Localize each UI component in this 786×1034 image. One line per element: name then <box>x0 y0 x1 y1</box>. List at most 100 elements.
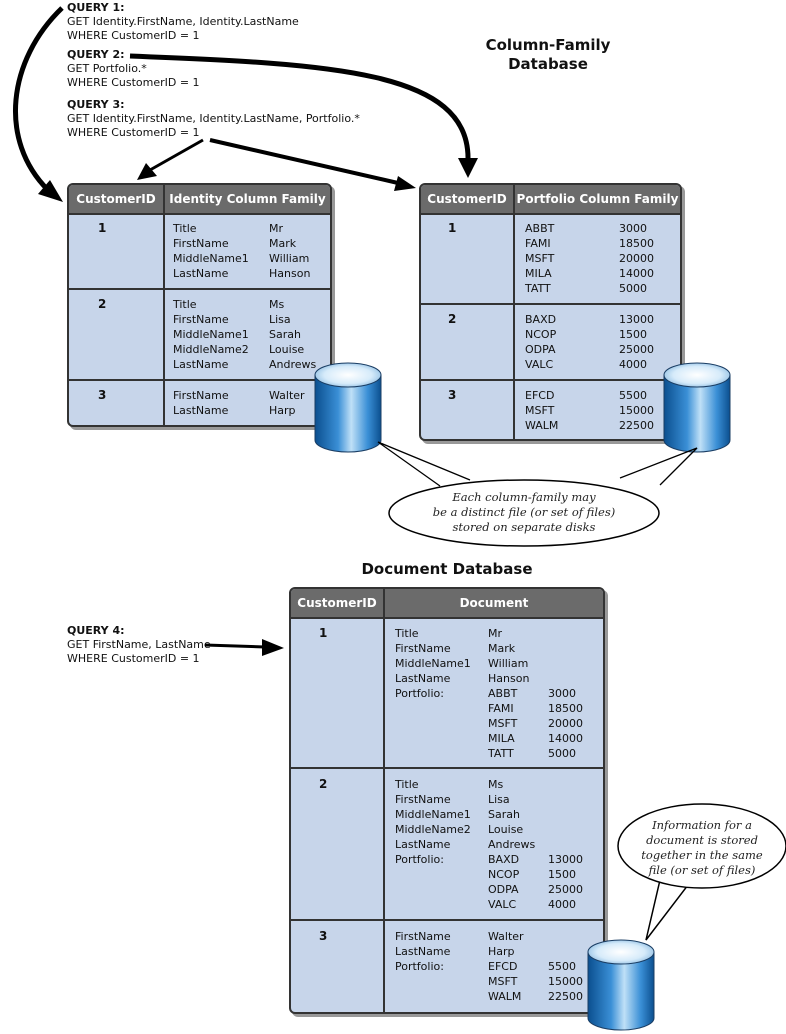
document-header-customerid: CustomerID <box>297 596 377 610</box>
field-name: FirstName <box>173 389 229 402</box>
field-value: Walter <box>269 389 305 402</box>
query-4-title: QUERY 4: <box>67 624 125 637</box>
quantity: 14000 <box>619 267 654 280</box>
column-family-callout-line-3: stored on separate disks <box>452 520 596 534</box>
ticker: MSFT <box>525 404 555 417</box>
quantity: 4000 <box>619 358 647 371</box>
query-3-arrow-portfolio <box>209 138 399 185</box>
column-family-callout: Each column-family may be a distinct fil… <box>402 490 646 535</box>
ticker: WALM <box>525 419 559 432</box>
portfolio-row-3-id: 3 <box>448 388 457 402</box>
query-3-arrowhead-identity <box>137 163 157 180</box>
field-value: Lisa <box>269 313 291 326</box>
field-value: Louise <box>488 823 524 836</box>
ticker: FAMI <box>525 237 551 250</box>
column-family-title-line-2: Database <box>508 55 588 73</box>
quantity: 25000 <box>619 343 654 356</box>
ticker: ABBT <box>488 687 518 700</box>
ticker: EFCD <box>525 389 555 402</box>
field-name: LastName <box>395 672 451 685</box>
column-family-callout-line-1: Each column-family may <box>452 490 596 504</box>
ticker: MSFT <box>525 252 555 265</box>
portfolio-label: Portfolio: <box>395 853 444 866</box>
quantity: 25000 <box>548 883 583 896</box>
field-name: FirstName <box>395 930 451 943</box>
query-2-arrow <box>129 53 471 161</box>
document-table-header: CustomerID Document <box>291 589 603 617</box>
ticker: ODPA <box>488 883 519 896</box>
holding-row: WALM 22500 <box>525 418 665 433</box>
query-4-line-2: WHERE CustomerID = 1 <box>67 652 200 665</box>
identity-header-customerid: CustomerID <box>76 192 156 206</box>
field-name: MiddleName1 <box>173 328 249 341</box>
query-3-line-2: WHERE CustomerID = 1 <box>67 126 200 139</box>
quantity: 22500 <box>548 990 583 1003</box>
quantity: 15000 <box>548 975 583 988</box>
ticker: MILA <box>525 267 552 280</box>
field-name: FirstName <box>173 313 229 326</box>
field-name: FirstName <box>395 793 451 806</box>
column-family-callout-bubble <box>377 441 698 487</box>
field-value: Hanson <box>269 267 311 280</box>
field-name: LastName <box>173 358 229 371</box>
field-name: LastName <box>173 267 229 280</box>
field-row: LastName Hanson <box>173 266 323 281</box>
quantity: 5500 <box>619 389 647 402</box>
quantity: 13000 <box>548 853 583 866</box>
portfolio-table: CustomerID Portfolio Column Family 1 2 3… <box>419 183 682 441</box>
query-3-arrow-identity <box>149 138 204 172</box>
field-name: MiddleName2 <box>173 343 249 356</box>
portfolio-label: Portfolio: <box>395 960 444 973</box>
database-cylinder-portfolio <box>663 362 731 453</box>
document-callout-line-3: together in the same <box>641 848 763 862</box>
quantity: 20000 <box>619 252 654 265</box>
field-name: LastName <box>395 945 451 958</box>
portfolio-row: Portfolio: ABBT 3000 <box>395 686 595 701</box>
quantity: 13000 <box>619 313 654 326</box>
portfolio-row-2-id: 2 <box>448 312 457 326</box>
field-value: Mr <box>269 222 284 235</box>
portfolio-label: Portfolio: <box>395 687 444 700</box>
document-callout-line-4: file (or set of files) <box>648 863 756 877</box>
portfolio-header-family: Portfolio Column Family <box>516 192 679 206</box>
quantity: 3000 <box>548 687 576 700</box>
ticker: MILA <box>488 732 515 745</box>
document-row-2-id: 2 <box>319 777 328 791</box>
quantity: 18500 <box>619 237 654 250</box>
ticker: TATT <box>488 747 514 760</box>
query-4-arrow <box>204 643 266 649</box>
query-1: QUERY 1: GET Identity.FirstName, Identit… <box>67 1 299 43</box>
ticker: FAMI <box>488 702 514 715</box>
portfolio-table-header: CustomerID Portfolio Column Family <box>421 185 680 213</box>
field-name: MiddleName1 <box>395 808 471 821</box>
identity-row-3-id: 3 <box>98 388 107 402</box>
query-1-line-2: WHERE CustomerID = 1 <box>67 29 200 42</box>
quantity: 22500 <box>619 419 654 432</box>
identity-row-2-id: 2 <box>98 297 107 311</box>
identity-row-1-id: 1 <box>98 221 107 235</box>
query-3-line-1: GET Identity.FirstName, Identity.LastNam… <box>67 112 360 125</box>
document-callout-line-2: document is stored <box>646 833 758 847</box>
portfolio-row-1-id: 1 <box>448 221 457 235</box>
field-value: Mr <box>488 627 503 640</box>
document-row-3-id: 3 <box>319 929 328 943</box>
